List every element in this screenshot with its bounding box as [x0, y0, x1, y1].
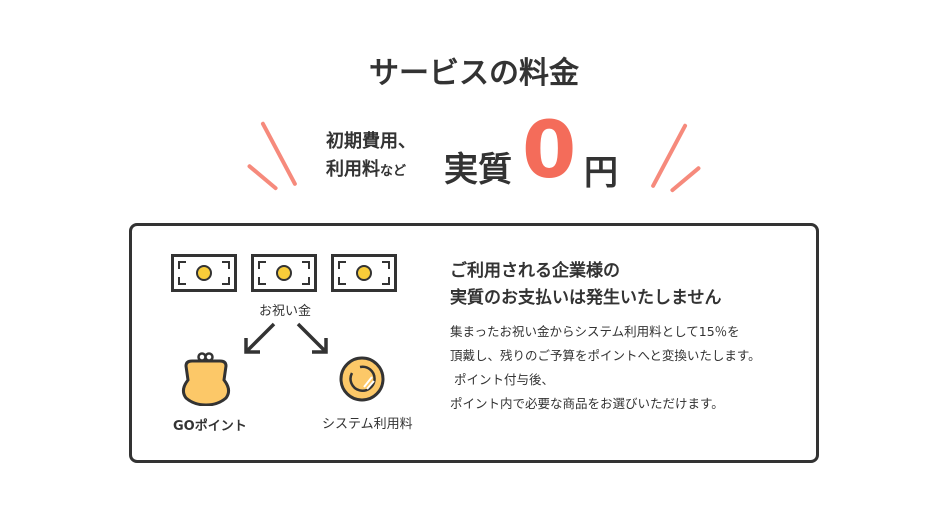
fee-types: 初期費用、 利用料など — [326, 128, 416, 186]
bill-corner — [222, 261, 230, 269]
celebration-money-label: お祝い金 — [259, 304, 312, 319]
bill-corner — [222, 277, 230, 285]
bill-corner — [258, 277, 266, 285]
bill-corner — [178, 261, 186, 269]
page-title: サービスの料金 — [369, 56, 579, 91]
go-points-label: GOポイント — [173, 419, 247, 434]
bill-corner — [258, 261, 266, 269]
fee-line-1: 初期費用、 — [326, 131, 416, 152]
bill-corner — [382, 261, 390, 269]
info-heading-line-1: ご利用される企業様の — [450, 261, 620, 281]
bill-corner — [338, 277, 346, 285]
bill-icon — [171, 254, 237, 292]
accent-ray — [246, 163, 279, 191]
info-heading: ご利用される企業様の 実質のお支払いは発生いたしません — [450, 258, 722, 312]
fee-suffix: など — [380, 164, 407, 179]
coin-purse-icon — [181, 352, 231, 406]
bill-corner — [178, 277, 186, 285]
info-card — [129, 223, 819, 463]
accent-ray — [669, 165, 702, 193]
fee-line-2: 利用料 — [326, 159, 380, 180]
bill-corner — [302, 277, 310, 285]
bill-corner — [302, 261, 310, 269]
info-heading-line-2: 実質のお支払いは発生いたしません — [450, 288, 722, 308]
bill-corner — [338, 261, 346, 269]
coin-icon — [339, 356, 385, 402]
system-fee-label: システム利用料 — [322, 417, 413, 432]
effective-label: 実質 — [444, 150, 512, 190]
price-value: 0 — [522, 106, 577, 196]
split-arrows-icon — [244, 322, 328, 354]
bill-icon — [331, 254, 397, 292]
bill-corner — [382, 277, 390, 285]
currency-label: 円 — [584, 153, 618, 193]
bill-icon — [251, 254, 317, 292]
info-body: 集まったお祝い金からシステム利用料として15％を 頂戴し、残りのご予算をポイント… — [450, 324, 761, 411]
